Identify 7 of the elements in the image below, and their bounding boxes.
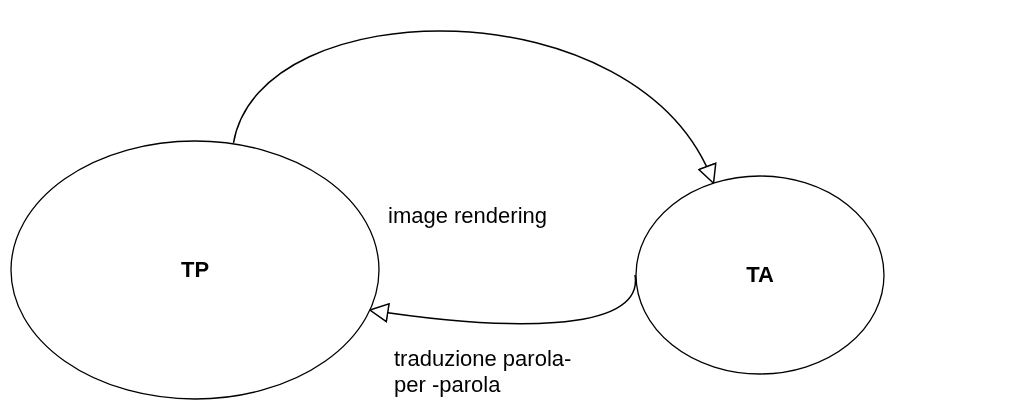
text-label: image rendering (388, 203, 548, 229)
curved-arrow (232, 30, 715, 184)
edge-label: traduzione parola-per -parola (394, 346, 573, 398)
node-label: TP (180, 257, 210, 283)
ellipse-node (10, 140, 380, 400)
node-label: TA (746, 262, 774, 288)
ellipse-node (635, 175, 885, 375)
